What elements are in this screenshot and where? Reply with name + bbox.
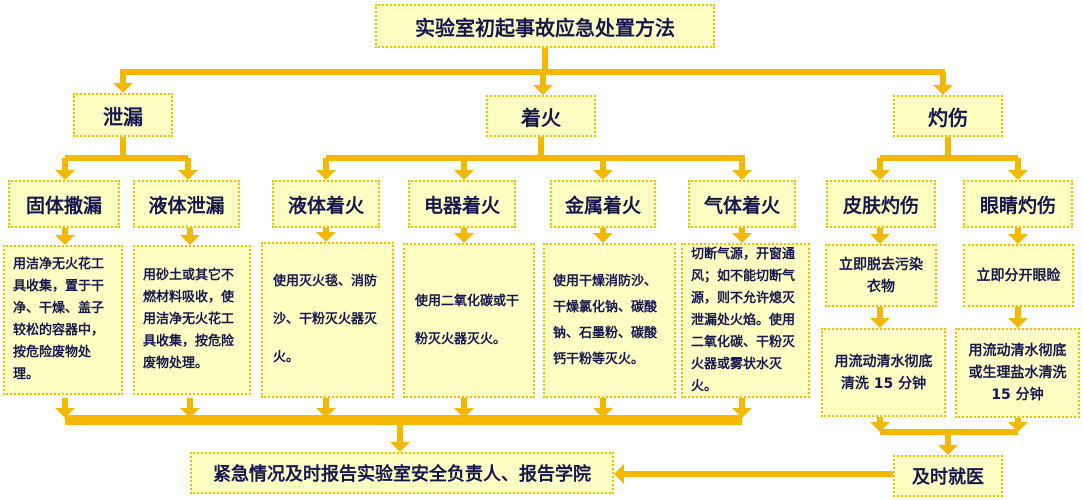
arrow-down-icon	[870, 234, 890, 244]
category-burn: 灼伤	[893, 95, 1003, 137]
skin-burn-step2: 用流动清水彻底清洗 15 分钟	[821, 328, 946, 417]
arrow-down-icon	[933, 85, 953, 95]
arrow-down-icon	[55, 170, 75, 180]
gas-fire-label: 气体着火	[688, 180, 796, 228]
arrow-down-icon	[113, 83, 133, 93]
arrow-down-icon	[55, 408, 75, 418]
arrow-down-icon	[454, 233, 474, 243]
report-box: 紧急情况及时报告实验室安全负责人、报告学院	[190, 452, 614, 494]
solid-spill-label: 固体撒漏	[8, 180, 120, 228]
arrow-down-icon	[593, 170, 613, 180]
skin-burn-label: 皮肤灼伤	[826, 180, 936, 228]
arrow-down-icon	[870, 422, 890, 432]
skin-burn-step1: 立即脱去污染衣物	[825, 244, 937, 307]
liquid-fire-action: 使用灭火毯、消防沙、干粉灭火器灭火。	[261, 242, 394, 398]
arrow-down-icon	[732, 233, 752, 243]
diagram-title: 实验室初起事故应急处置方法	[375, 4, 715, 48]
category-leak: 泄漏	[73, 93, 173, 137]
liquid-fire-label: 液体着火	[272, 180, 380, 228]
arrow-down-icon	[180, 235, 200, 245]
arrow-down-icon	[1008, 422, 1028, 432]
arrow-left-icon	[614, 464, 624, 484]
metal-fire-action: 使用干燥消防沙、干燥氯化钠、碳酸钠、石墨粉、碳酸钙干粉等灭火。	[543, 243, 676, 398]
arrow-down-icon	[533, 85, 553, 95]
arrow-down-icon	[732, 170, 752, 180]
arrow-down-icon	[1008, 318, 1028, 328]
electric-fire-label: 电器着火	[408, 180, 516, 228]
eye-burn-step1: 立即分开眼睑	[963, 244, 1074, 307]
arrow-down-icon	[938, 445, 958, 455]
arrow-down-icon	[870, 318, 890, 328]
arrow-down-icon	[1008, 234, 1028, 244]
arrow-down-icon	[454, 170, 474, 180]
arrow-down-icon	[316, 232, 336, 242]
arrow-down-icon	[390, 442, 410, 452]
eye-burn-step2: 用流动清水彻底或生理盐水清洗 15 分钟	[955, 328, 1080, 418]
electric-fire-action: 使用二氧化碳或干粉灭火器灭火。	[403, 243, 535, 398]
arrow-down-icon	[593, 408, 613, 418]
seek-medical-box: 及时就医	[893, 455, 1003, 497]
eye-burn-label: 眼睛灼伤	[963, 180, 1073, 228]
liquid-leak-action: 用砂土或其它不燃材料吸收，使用洁净无火花工具收集，按危险废物处理。	[133, 245, 251, 395]
arrow-down-icon	[732, 408, 752, 418]
arrow-down-icon	[1008, 170, 1028, 180]
arrow-down-icon	[180, 408, 200, 418]
liquid-leak-label: 液体泄漏	[133, 180, 240, 228]
metal-fire-label: 金属着火	[550, 180, 656, 228]
gas-fire-action: 切断气源，开窗通风；如不能切断气源，则不允许熄灭泄漏处火焰。使用二氧化碳、干粉灭…	[681, 243, 810, 398]
arrow-down-icon	[316, 408, 336, 418]
solid-spill-action: 用洁净无火花工具收集，置于干净、干燥、盖子较松的容器中，按危险废物处理。	[3, 245, 123, 395]
arrow-down-icon	[55, 235, 75, 245]
arrow-down-icon	[316, 170, 336, 180]
arrow-down-icon	[178, 170, 198, 180]
arrow-down-icon	[870, 170, 890, 180]
arrow-down-icon	[593, 233, 613, 243]
category-fire: 着火	[486, 95, 596, 137]
arrow-down-icon	[454, 408, 474, 418]
